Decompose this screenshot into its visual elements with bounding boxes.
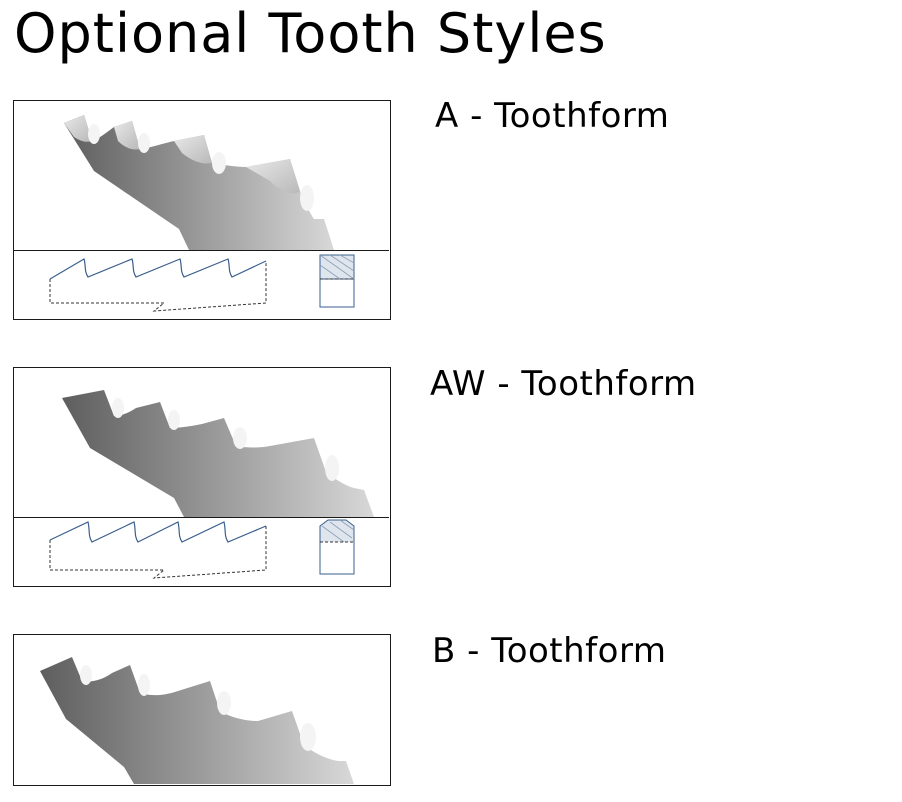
section-aw-panel — [13, 367, 391, 587]
section-a-panel — [13, 100, 391, 320]
page-title: Optional Tooth Styles — [14, 2, 607, 65]
section-a-blade-image — [14, 115, 389, 251]
section-b-panel — [13, 634, 391, 786]
section-b-blade-image — [40, 657, 354, 784]
section-aw-profile-diagram — [49, 519, 355, 579]
section-a-label: A - Toothform — [435, 96, 670, 136]
section-a-profile-diagram — [49, 254, 355, 312]
section-aw-blade-image — [14, 390, 389, 518]
section-b-label: B - Toothform — [432, 631, 667, 671]
section-aw-label: AW - Toothform — [430, 364, 697, 404]
